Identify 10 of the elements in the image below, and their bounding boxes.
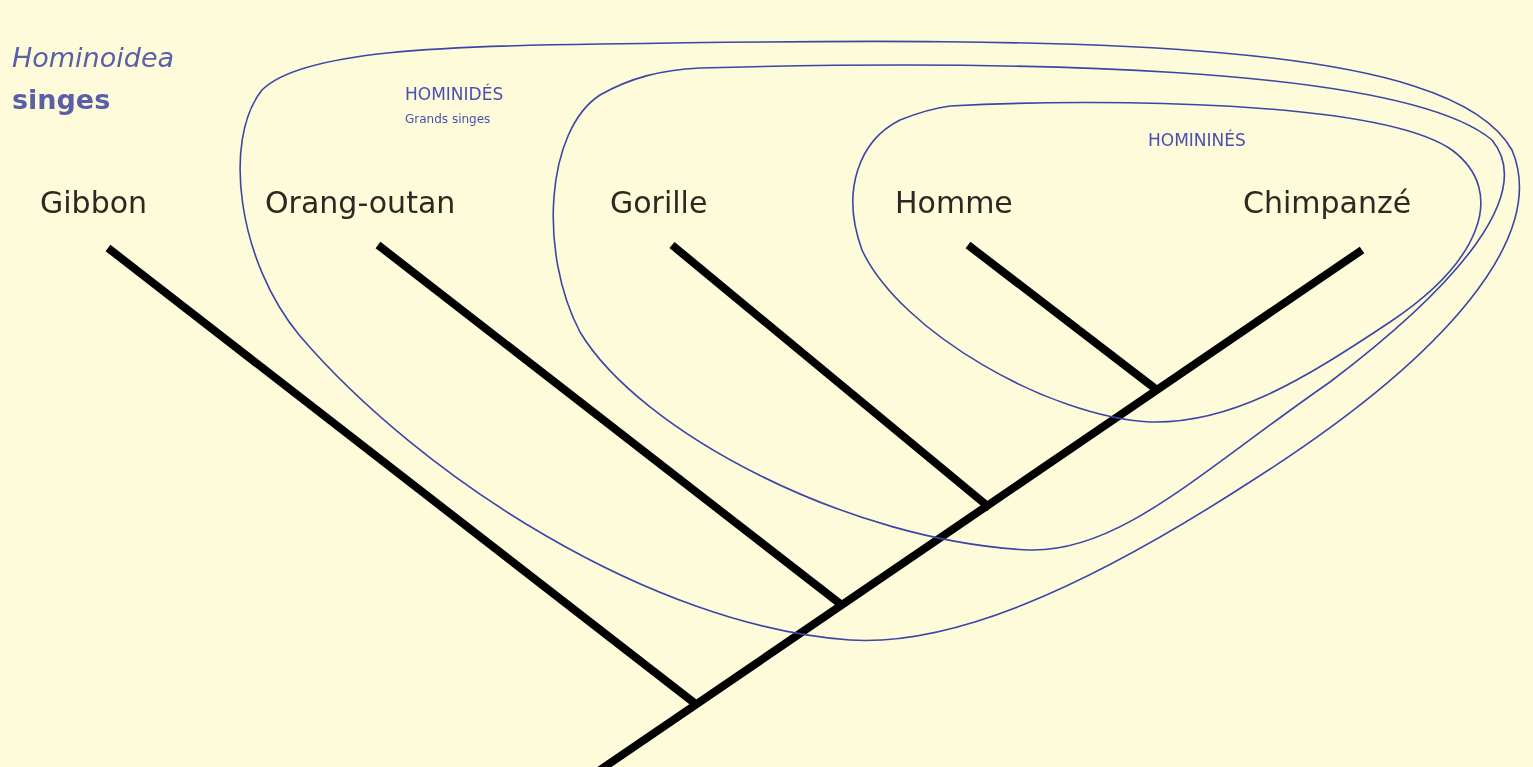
- taxon-label: Gorille: [610, 185, 708, 221]
- superfamily-name: Hominoidea: [12, 42, 175, 74]
- clade-name: HOMINIDÉS: [405, 84, 504, 105]
- taxon-label: Chimpanzé: [1243, 185, 1412, 221]
- taxon-label: Homme: [895, 185, 1013, 221]
- group-label: singes: [12, 84, 111, 116]
- taxon-label: Gibbon: [40, 185, 148, 221]
- clade-name: HOMININÉS: [1148, 130, 1246, 151]
- clade-subtitle: Grands singes: [405, 111, 491, 127]
- taxon-label: Orang-outan: [265, 185, 456, 221]
